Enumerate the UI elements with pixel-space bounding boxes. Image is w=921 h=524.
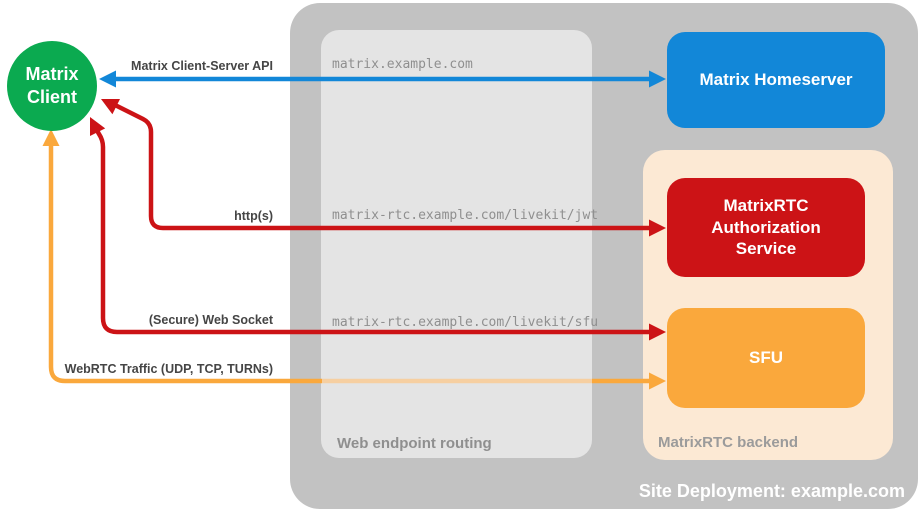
sfu-label: SFU (749, 348, 783, 368)
route-host-matrix: matrix.example.com (332, 57, 473, 72)
site-deployment-caption: Site Deployment: example.com (638, 481, 905, 501)
route-host-livekit-jwt: matrix-rtc.example.com/livekit/jwt (332, 208, 599, 223)
client-server-api-arrow-label: Matrix Client-Server API (131, 59, 273, 73)
node-matrix-homeserver: Matrix Homeserver (667, 32, 885, 128)
node-sfu: SFU (667, 308, 865, 408)
node-matrix-client: Matrix Client (7, 41, 97, 131)
client-server-api-arrowhead-left (99, 70, 116, 88)
matrix-homeserver-label: Matrix Homeserver (699, 70, 853, 90)
matrix-client-label: Matrix Client (25, 63, 79, 107)
webrtc-arrow-label: WebRTC Traffic (UDP, TCP, TURNs) (64, 362, 273, 376)
web-socket-arrowhead-client (90, 117, 106, 136)
web-socket-arrow-label: (Secure) Web Socket (148, 313, 273, 327)
https-arrow-label: http(s) (234, 209, 273, 223)
matrixrtc-backend-caption: MatrixRTC backend (658, 434, 799, 451)
matrixrtc-auth-label: MatrixRTC Authorization Service (711, 195, 821, 259)
webrtc-arrow-line-solid-left (48, 144, 322, 384)
node-matrixrtc-authorization-service: MatrixRTC Authorization Service (667, 178, 865, 277)
web-endpoint-routing-caption: Web endpoint routing (337, 435, 492, 452)
web-endpoint-routing-box (321, 30, 592, 458)
route-host-livekit-sfu: matrix-rtc.example.com/livekit/sfu (332, 315, 599, 330)
webrtc-arrowhead-client (42, 129, 60, 146)
https-arrowhead-client (101, 99, 120, 115)
